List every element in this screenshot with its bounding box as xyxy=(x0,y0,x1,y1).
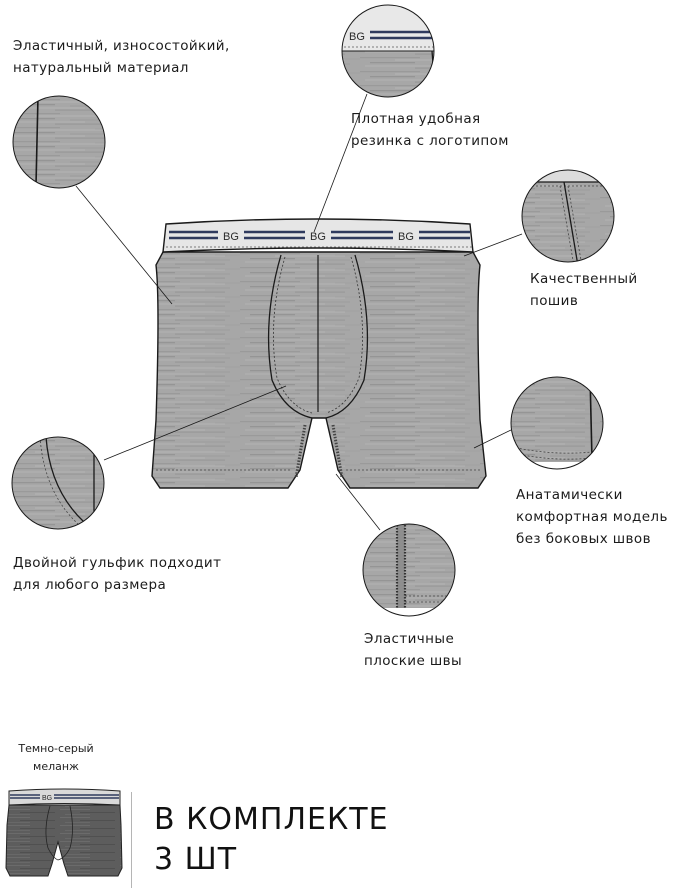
leader-lines xyxy=(75,93,523,531)
label-stitching-line-1: Качественный xyxy=(530,271,638,287)
label-material-line-2: натуральный материал xyxy=(13,60,189,76)
label-material: Эластичный, износостойкий, натуральный м… xyxy=(13,35,230,79)
label-flat-seams-line-2: плоские швы xyxy=(364,653,463,669)
label-waistband-line-1: Плотная удобная xyxy=(351,111,481,127)
waistband-logo-right: BG xyxy=(398,231,414,243)
detail-waistband-circle: BG xyxy=(341,4,435,98)
waistband-logo-center: BG xyxy=(310,231,326,243)
package-divider xyxy=(131,792,132,888)
label-waistband: Плотная удобная резинка с логотипом xyxy=(351,108,509,152)
label-waistband-line-2: резинка с логотипом xyxy=(351,133,509,149)
package-info: В КОМПЛЕКТЕ 3 ШТ xyxy=(154,800,389,880)
label-pouch-line-1: Двойной гульфик подходит xyxy=(13,555,222,571)
label-anatomic-line-3: без боковых швов xyxy=(516,531,651,547)
label-stitching-line-2: пошив xyxy=(530,293,579,309)
label-anatomic: Анатамически комфортная модель без боков… xyxy=(516,484,668,550)
label-flat-seams: Эластичные плоские швы xyxy=(364,628,462,672)
package-line-2: 3 ШТ xyxy=(154,842,238,877)
label-stitching: Качественный пошив xyxy=(530,268,638,312)
label-pouch-line-2: для любого размера xyxy=(13,577,167,593)
detail-pouch-circle xyxy=(11,436,105,530)
label-flat-seams-line-1: Эластичные xyxy=(364,631,455,647)
detail-stitching-circle xyxy=(521,169,615,263)
circle-logo: BG xyxy=(349,31,365,43)
variant-color-line-1: Темно-серый xyxy=(18,742,94,755)
waistband-logo-left: BG xyxy=(223,231,239,243)
variant-color-line-2: меланж xyxy=(33,760,79,773)
label-anatomic-line-1: Анатамически xyxy=(516,487,623,503)
label-pouch: Двойной гульфик подходит для любого разм… xyxy=(13,552,221,596)
label-anatomic-line-2: комфортная модель xyxy=(516,509,668,525)
detail-flat-seams-circle xyxy=(362,523,456,617)
variant-thumbnail: BG xyxy=(5,788,123,877)
detail-side-circle xyxy=(510,376,604,470)
label-material-line-1: Эластичный, износостойкий, xyxy=(13,38,230,54)
thumbnail-logo: BG xyxy=(42,795,52,802)
boxer-briefs-drawing: BG BG BG xyxy=(151,218,487,489)
package-line-1: В КОМПЛЕКТЕ xyxy=(154,802,389,837)
variant-color-name: Темно-серый меланж xyxy=(8,740,104,776)
detail-material-circle xyxy=(12,95,106,189)
